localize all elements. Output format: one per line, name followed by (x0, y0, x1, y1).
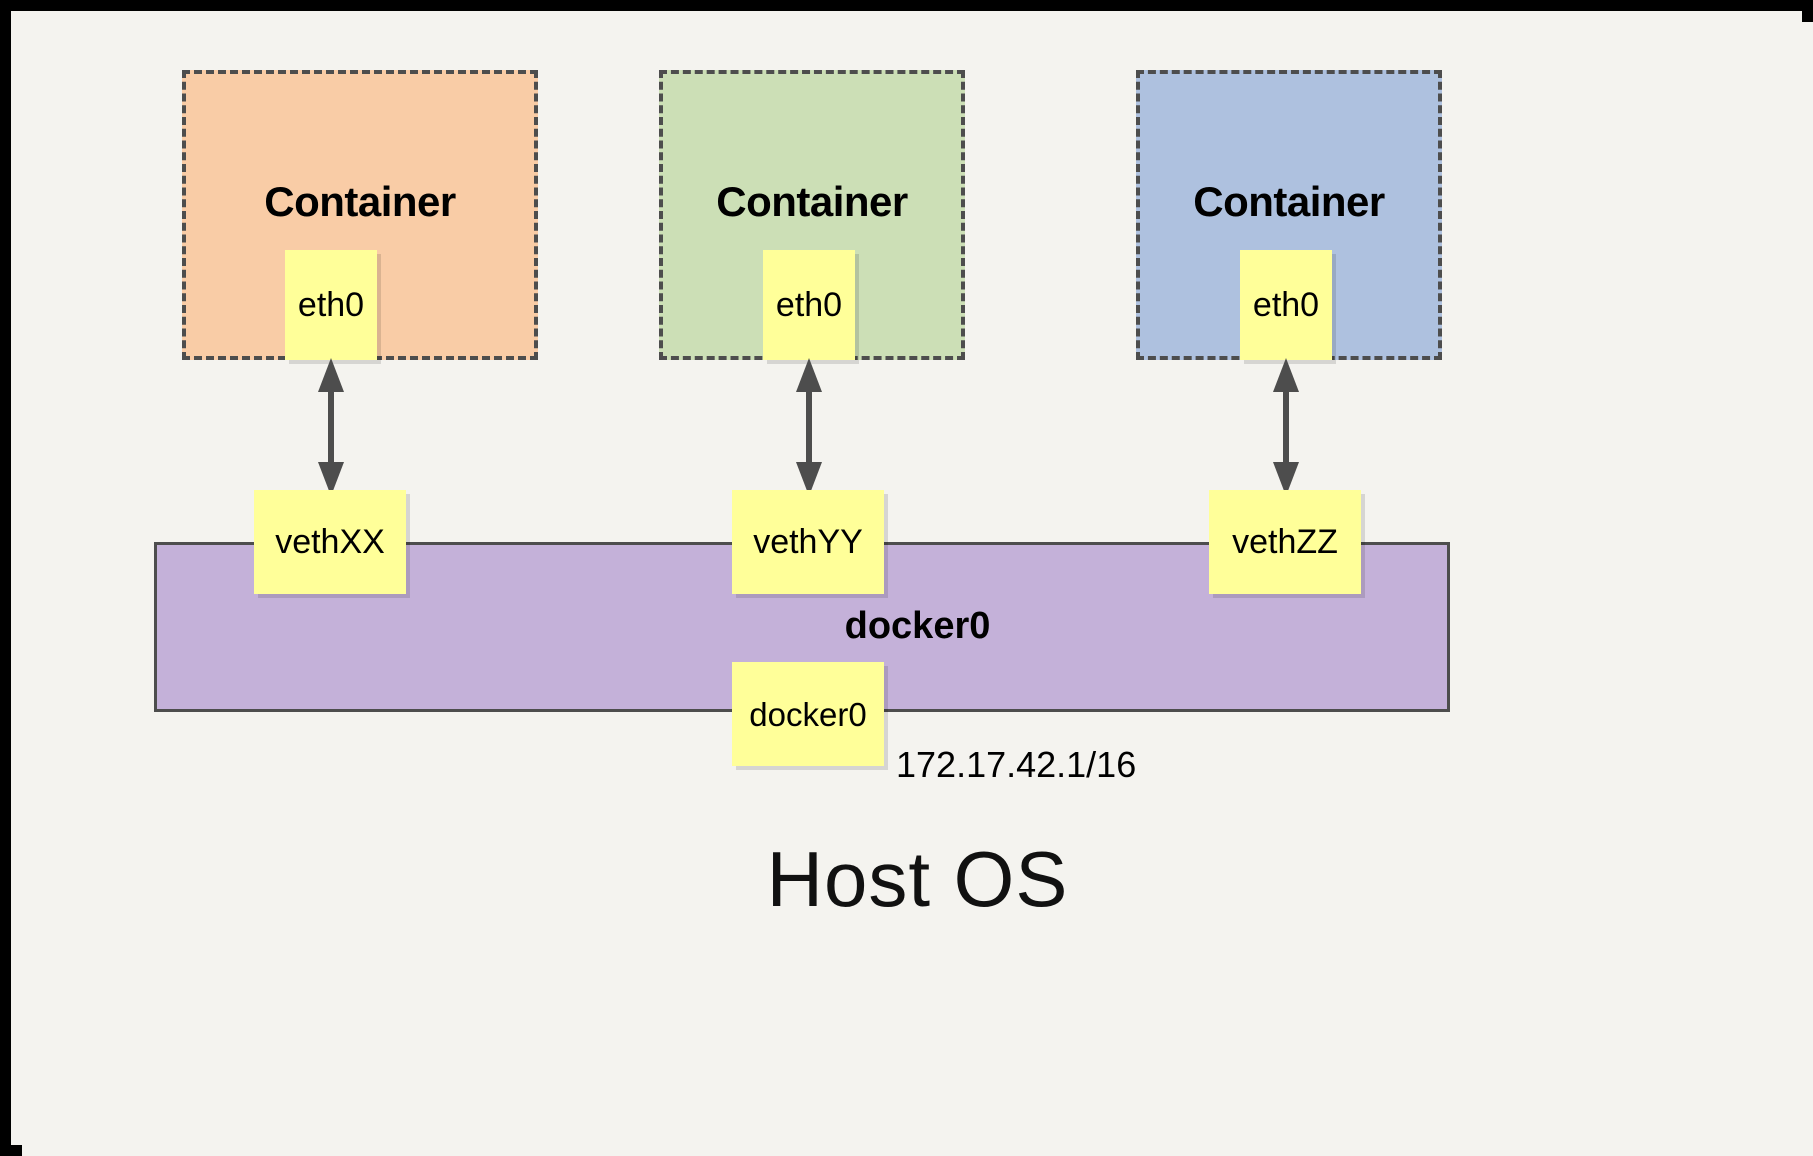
veth-box-1: vethXX (254, 490, 406, 594)
veth-box-3: vethZZ (1209, 490, 1361, 594)
eth0-box-2: eth0 (763, 250, 855, 360)
container-label-1: Container (264, 178, 456, 225)
eth0-box-1: eth0 (285, 250, 377, 360)
container-label-2: Container (716, 178, 908, 225)
eth0-box-3: eth0 (1240, 250, 1332, 360)
double-headed-arrow-icon-3 (1273, 358, 1299, 496)
docker0-ip-label: 172.17.42.1/16 (896, 744, 1137, 785)
double-headed-arrow-icon-1 (318, 358, 344, 496)
double-headed-arrow-icon-2 (796, 358, 822, 496)
host-os-label: Host OS (766, 835, 1069, 923)
docker0-bridge-label: docker0 (844, 605, 991, 647)
container-label-3: Container (1193, 178, 1385, 225)
diagram-canvas: Container Container Container eth0 eth0 … (22, 22, 1813, 1156)
docker0-interface-box: docker0 (732, 662, 884, 766)
veth-box-2: vethYY (732, 490, 884, 594)
